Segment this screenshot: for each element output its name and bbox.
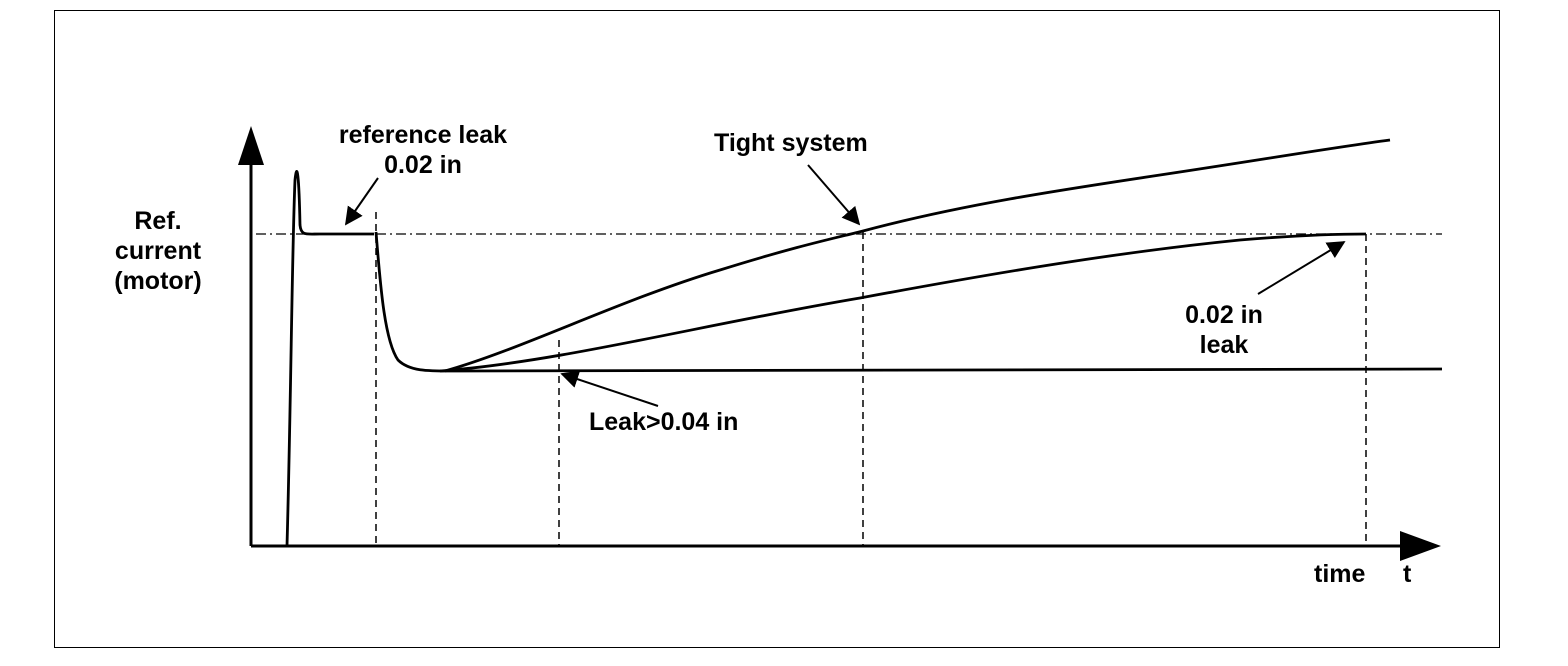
large-leak-arrow bbox=[560, 370, 659, 407]
reference-leak-label: reference leak 0.02 in bbox=[316, 120, 530, 180]
small-leak-label: 0.02 in leak bbox=[1166, 300, 1282, 360]
reference-leak-label-line-1: reference leak bbox=[338, 121, 508, 149]
tight-system-arrow bbox=[807, 164, 861, 226]
small-leak-curve bbox=[439, 232, 1367, 373]
reference-leak-arrow bbox=[344, 177, 379, 226]
diagram-frame bbox=[54, 10, 1500, 648]
x-axis-label-t: t bbox=[1403, 560, 1412, 588]
reference-leak-curve bbox=[285, 170, 374, 547]
pressure-drop-curve bbox=[374, 231, 461, 373]
y-axis-label: Ref. current (motor) bbox=[100, 206, 216, 296]
y-axis-label-line-2: current bbox=[114, 237, 202, 265]
tight-system-label: Tight system bbox=[714, 129, 868, 157]
x-axis-label-time: time bbox=[1314, 560, 1366, 588]
small-leak-arrow bbox=[1257, 241, 1346, 295]
y-axis-arrowhead bbox=[238, 126, 264, 165]
x-axis-arrowhead bbox=[1400, 531, 1441, 561]
large-leak-label: Leak>0.04 in bbox=[589, 408, 739, 436]
y-axis-label-line-1: Ref. bbox=[134, 207, 182, 235]
large-leak-curve bbox=[459, 367, 1443, 373]
reference-leak-label-line-2: 0.02 in bbox=[384, 151, 462, 179]
y-axis-label-line-3: (motor) bbox=[114, 267, 202, 295]
tight-system-curve bbox=[444, 138, 1391, 373]
small-leak-label-line-2: leak bbox=[1199, 331, 1249, 359]
small-leak-label-line-1: 0.02 in bbox=[1185, 301, 1263, 329]
